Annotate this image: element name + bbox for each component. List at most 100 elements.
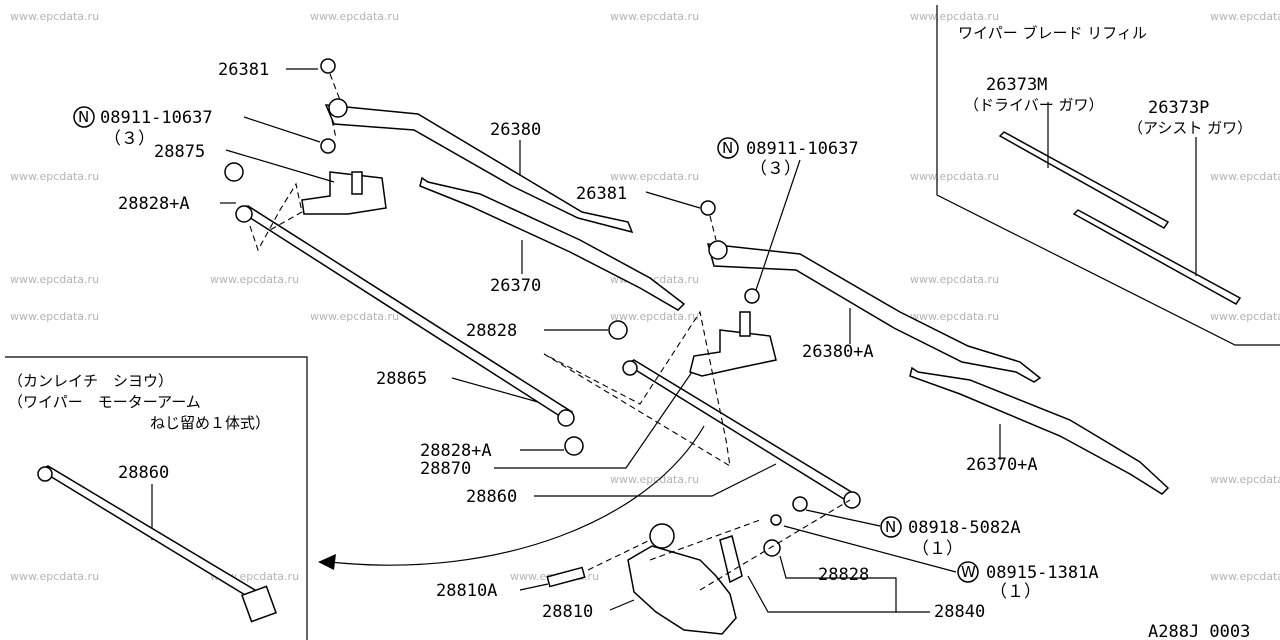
label-28828A-top: 28828+A [118, 194, 190, 214]
watermark: www.epcdata.ru [610, 10, 699, 23]
arm-pivot-eye-right [708, 240, 728, 260]
pivot-28875 [301, 171, 387, 215]
refill-box: ワイパー ブレード リフィル 26373M （ドライバー ガワ） 26373P … [936, 5, 1280, 346]
left-wiper-arm [301, 58, 634, 234]
label-28828-bottom: 28828 [818, 565, 869, 585]
link-rod-28860 [543, 310, 861, 509]
label-08918-qty: （１） [912, 539, 963, 559]
watermark: www.epcdata.ru [10, 170, 99, 183]
watermark: www.epcdata.ru [610, 473, 699, 486]
label-08915: 08915-1381A [986, 563, 1099, 583]
badge-n-left-text: N [78, 108, 89, 126]
badge-n-left [73, 106, 95, 128]
label-28828A-bottom: 28828+A [420, 441, 492, 461]
wiper-motor [546, 496, 851, 635]
label-28860: 28860 [466, 487, 517, 507]
rod-eye-right [557, 409, 575, 427]
inset-box-border [5, 356, 308, 640]
inset-note-line2: （ワイパー モーターアーム [8, 393, 201, 411]
inset-motor-arm [241, 585, 277, 623]
label-08911-right: 08911-10637 [746, 139, 859, 159]
watermark: www.epcdata.ru [1210, 473, 1280, 486]
part-labels: 26381 08911-10637 （３） 28875 28828+A 2638… [100, 60, 1250, 640]
bolt-28810A [546, 566, 586, 588]
motor-28810 [627, 545, 737, 635]
arm-26380A [706, 243, 1042, 383]
inset-rod-eye [37, 466, 53, 482]
badges: N N N W [73, 106, 979, 583]
label-26373M: 26373M [986, 75, 1047, 95]
pivot-shaft [351, 171, 363, 195]
pointer-arrow [329, 425, 705, 566]
link-rod-28865 [224, 162, 584, 456]
arm-26380 [324, 104, 634, 234]
nut-26381-right [700, 200, 716, 216]
leader-lines [220, 68, 1001, 613]
label-28870: 28870 [420, 459, 471, 479]
refill-driver-strip [998, 131, 1170, 229]
label-26381-right: 26381 [576, 184, 627, 204]
label-26381-left: 26381 [218, 60, 269, 80]
label-26380: 26380 [490, 120, 541, 140]
badge-n-right [717, 137, 739, 159]
watermark: www.epcdata.ru [1210, 170, 1280, 183]
watermark: www.epcdata.ru [310, 10, 399, 23]
watermark: www.epcdata.ru [10, 310, 99, 323]
cap-28828 [608, 320, 628, 340]
watermark: www.epcdata.ru [1210, 570, 1280, 583]
watermark: www.epcdata.ru [1210, 10, 1280, 23]
label-26380A: 26380+A [802, 342, 874, 362]
washer-08915 [770, 514, 782, 526]
arm-pivot-eye [328, 98, 348, 118]
watermark: www.epcdata.ru [910, 310, 999, 323]
diagram-code: A288J 0003 [1148, 622, 1250, 640]
badge-n-right-text: N [722, 139, 733, 157]
watermark: www.epcdata.ru [210, 273, 299, 286]
label-08915-qty: （１） [990, 582, 1041, 602]
badge-n-bottom-text: N [885, 518, 896, 536]
cap-28828A-top [224, 162, 244, 182]
bushing-28828 [763, 539, 781, 557]
label-08911-left-qty: （３） [104, 129, 155, 149]
blade-26370 [419, 176, 686, 311]
label-28875: 28875 [154, 142, 205, 162]
note-assist-side: （アシスト ガワ） [1128, 119, 1252, 137]
nut-08911-left [320, 138, 336, 154]
rod-eye-28860-right [843, 491, 861, 509]
bracket-28840 [719, 535, 743, 584]
nut-26381-top [320, 58, 336, 74]
inset-note-line1: （カンレイチ シヨウ） [8, 372, 173, 390]
refill-assist-strip [1072, 209, 1242, 305]
watermark: www.epcdata.ru [910, 273, 999, 286]
pivot-shaft-right [739, 311, 751, 337]
watermark: www.epcdata.ru [10, 10, 99, 23]
watermark: www.epcdata.ru [1210, 310, 1280, 323]
badge-w [957, 561, 979, 583]
cap-28828A-bottom [564, 436, 584, 456]
rod-eye-28860-left [622, 360, 638, 376]
label-08911-left: 08911-10637 [100, 108, 213, 128]
watermark: www.epcdata.ru [310, 310, 399, 323]
pivot-28870 [689, 329, 777, 377]
label-28810A: 28810A [436, 581, 497, 601]
label-inset-28860: 28860 [118, 463, 169, 483]
arrow-head [318, 554, 336, 570]
motor-crank [649, 523, 675, 549]
label-08918: 08918-5082A [908, 518, 1021, 538]
label-26370A: 26370+A [966, 455, 1038, 475]
refill-box-title: ワイパー ブレード リフィル [958, 24, 1147, 42]
label-28840: 28840 [934, 602, 985, 622]
label-08911-right-qty: （３） [750, 159, 801, 179]
watermark: www.epcdata.ru [910, 170, 999, 183]
nut-08918 [792, 496, 808, 512]
inset-note-line3: ねじ留め１体式） [150, 414, 270, 432]
label-26373P: 26373P [1148, 98, 1209, 118]
watermark: www.epcdata.ru [10, 273, 99, 286]
label-28828: 28828 [466, 321, 517, 341]
label-26370: 26370 [490, 276, 541, 296]
label-28810: 28810 [542, 602, 593, 622]
watermark: www.epcdata.ru [10, 570, 99, 583]
watermark: www.epcdata.ru [610, 170, 699, 183]
